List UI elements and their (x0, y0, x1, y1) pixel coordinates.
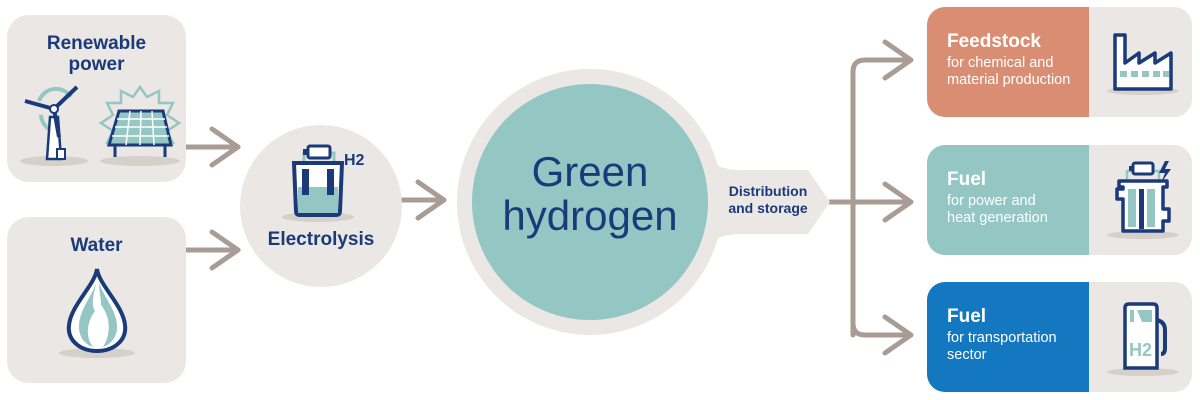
feedstock-subtitle: for chemical and material production (947, 55, 1087, 89)
arrow-renewable-to-electrolysis (183, 126, 241, 168)
electrolyzer-h2-icon: H2 (282, 144, 365, 222)
water-drop-icon (59, 268, 135, 358)
h2-label: H2 (344, 152, 365, 169)
fuel-transport-sub-line1: for transportation (947, 330, 1057, 346)
green-hydrogen-circle (472, 84, 708, 320)
wind-turbine-icon (20, 85, 88, 166)
arrow-water-to-electrolysis (183, 229, 241, 271)
fuel-transport-color-panel (927, 282, 1089, 392)
fuel-transport-subtitle: for transportation sector (947, 330, 1087, 364)
feedstock-color-panel (927, 7, 1089, 117)
fuel-power-sub-line1: for power and (947, 193, 1036, 209)
solar-panel-icon (98, 85, 182, 166)
water-title: Water (70, 235, 123, 256)
h2-fuel-pump-icon: H2 (1107, 302, 1179, 376)
fuel-transport-title: Fuel (947, 306, 987, 327)
fuel-power-title: Fuel (947, 169, 987, 190)
arrow-distribution-branches (827, 39, 914, 356)
feedstock-title: Feedstock (947, 31, 1041, 52)
distribution-storage-label: Distribution and storage (716, 183, 820, 217)
process-electrolysis: H2 Electrolysis (240, 125, 402, 287)
output-fuel-transportation: Fuel for transportation sector H2 (927, 282, 1192, 392)
arrow-electrolysis-to-hydrogen (399, 179, 447, 221)
feedstock-sub-line2: material production (947, 72, 1071, 88)
renewable-power-title: Renewable power (7, 33, 186, 75)
fuel-power-subtitle: for power and heat generation (947, 193, 1087, 227)
renewable-title-line2: power (68, 54, 125, 75)
output-feedstock: Feedstock for chemical and material prod… (927, 7, 1192, 117)
input-renewable-power: Renewable power (7, 15, 186, 182)
input-water: Water (7, 217, 186, 383)
electrolysis-label: Electrolysis (267, 229, 375, 250)
renewable-title-line1: Renewable (46, 33, 147, 54)
fuel-transport-sub-line2: sector (947, 347, 987, 363)
green-hydrogen-line2: hydrogen (502, 192, 678, 239)
feedstock-sub-line1: for chemical and (947, 55, 1054, 71)
fuel-power-color-panel (927, 145, 1089, 255)
distribution-line2: and storage (728, 200, 808, 216)
fuel-power-sub-line2: heat generation (947, 210, 1048, 226)
fuel-cell-icon (1107, 161, 1179, 239)
pump-h2-label: H2 (1129, 340, 1152, 360)
distribution-tag (700, 150, 830, 254)
green-hydrogen-line1: Green (531, 148, 649, 195)
green-hydrogen-title: Green hydrogen (472, 150, 708, 238)
output-fuel-power: Fuel for power and heat generation (927, 145, 1192, 255)
distribution-line1: Distribution (728, 183, 808, 199)
factory-icon (1107, 33, 1179, 95)
